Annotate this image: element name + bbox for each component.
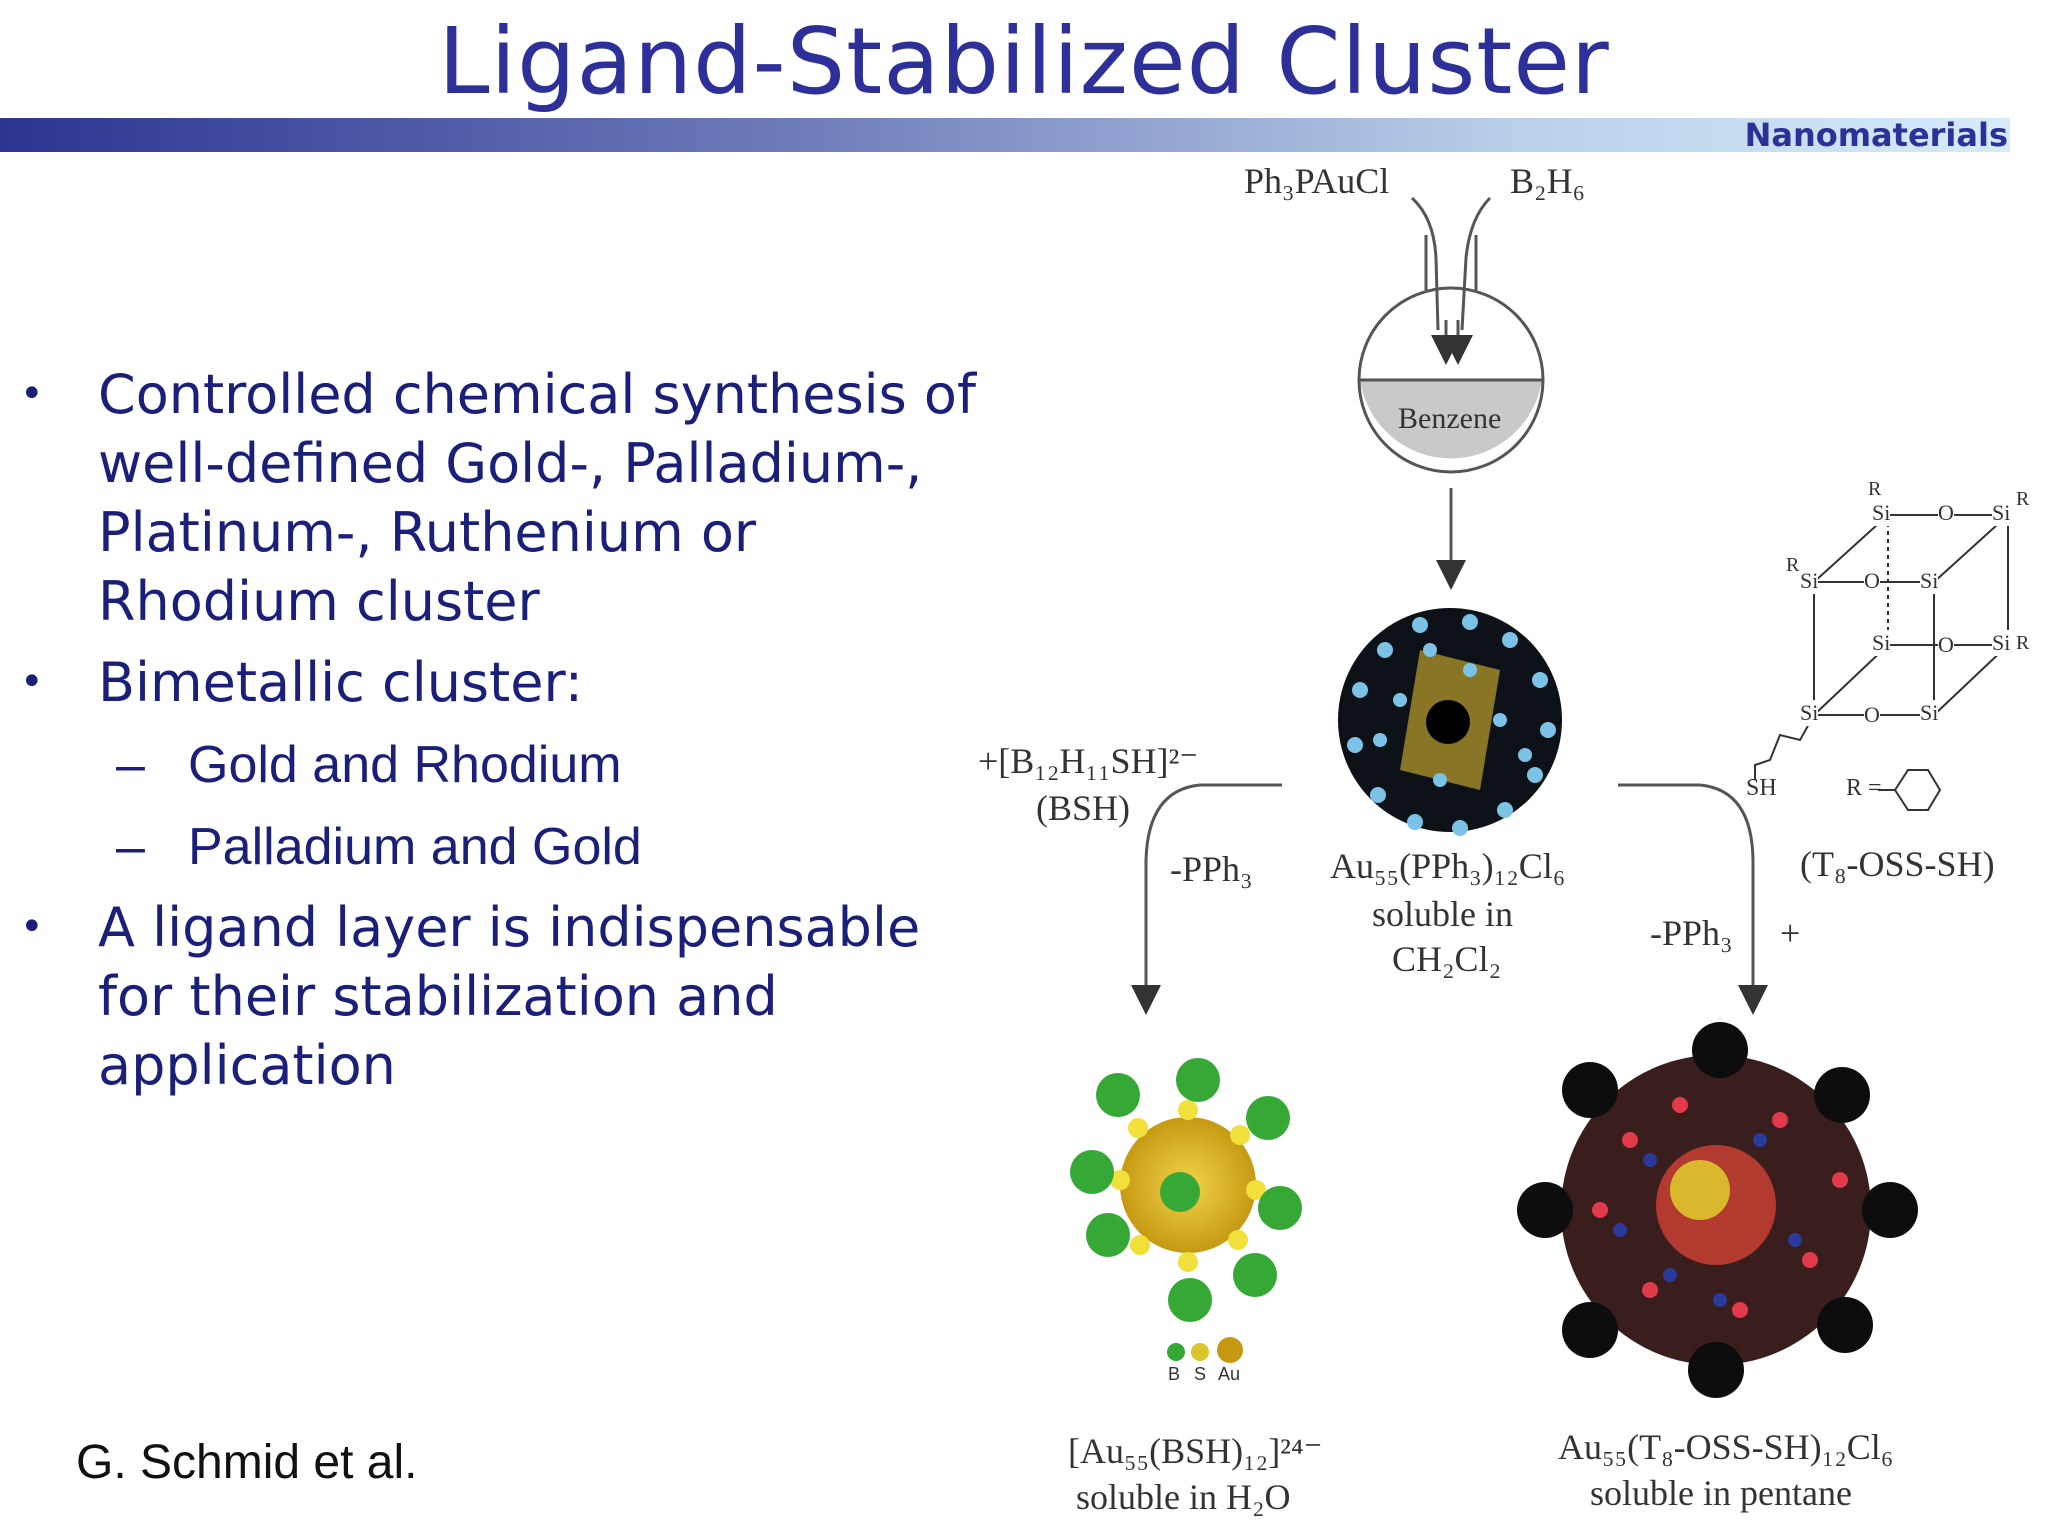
reagent-b2h6-label: B₂H₆ [1510,161,1586,201]
sub-bullet-text: Gold and Rhodium [188,736,622,794]
title-gradient-bar [0,118,2010,152]
si-atom-label: Si [1872,500,1891,526]
bullet-text: Bimetallic cluster: [98,651,583,714]
r-equals-label: R = [1846,775,1882,801]
o-atom-label: O [1864,568,1880,594]
section-tag: Nanomaterials [1744,116,2008,154]
au55-t8-oss-sh-cluster-image [1517,1022,1918,1398]
bullet-item: • Bimetallic cluster: [20,648,1000,717]
center-solubility-label: soluble in [1372,894,1513,934]
sub-bullet-item: – Gold and Rhodium [20,729,1000,801]
benzene-flask-icon [1357,286,1545,474]
slide-title: Ligand-Stabilized Cluster [438,8,1610,115]
citation-credit: G. Schmid et al. [76,1436,418,1489]
bullet-item: • Controlled chemical synthesis of well-… [20,360,1000,636]
center-formula-label: Au₅₅(PPh₃)₁₂Cl₆ [1330,846,1566,886]
si-atom-label: Si [1800,700,1819,726]
sh-group-label: SH [1746,775,1777,801]
flask-inlet-tubes [1410,196,1492,365]
bullet-text: A ligand layer is indispensable for thei… [98,896,921,1097]
si-atom-label: Si [1992,630,2011,656]
si-atom-label: Si [1872,630,1891,656]
right-loss-pph3-label: -PPh₃ [1650,913,1733,953]
r-group-label: R [2016,488,2030,510]
sub-bullet-item: – Palladium and Gold [20,811,1000,883]
legend-s-sphere [1191,1343,1209,1361]
r-group-label: R [2016,632,2030,654]
t8-oss-sh-label: (T₈-OSS-SH) [1800,844,1995,884]
r-group-label: R [1868,478,1882,500]
si-atom-label: Si [1920,700,1939,726]
bottom-right-solubility-label: soluble in pentane [1590,1473,1852,1513]
o-atom-label: O [1864,702,1880,728]
au55-bsh-cluster-image [1070,1058,1302,1322]
o-atom-label: O [1938,500,1954,526]
legend-au-label: Au [1218,1364,1241,1384]
bsh-reagent-label: +[B₁₂H₁₁SH]²⁻ [978,741,1199,781]
bullet-dot: • [20,904,44,950]
arrow-right-branch [1618,783,1768,1015]
sub-bullet-dash: – [116,818,145,876]
legend-b-sphere [1167,1343,1185,1361]
solvent-benzene-label: Benzene [1398,402,1502,435]
left-loss-pph3-label: -PPh₃ [1170,849,1253,889]
bullet-dot: • [20,659,44,705]
bottom-left-formula-label: [Au₅₅(BSH)₁₂]²⁴⁻ [1068,1431,1323,1471]
plus-sign: + [1780,913,1801,953]
reagent-ph3paucl-label: Ph₃PAuCl [1244,161,1390,201]
center-solvent-label: CH₂Cl₂ [1392,939,1502,979]
bottom-left-solubility-label: soluble in H₂O [1076,1477,1291,1517]
o-atom-label: O [1938,632,1954,658]
bottom-right-formula-label: Au₅₅(T₈-OSS-SH)₁₂Cl₆ [1558,1427,1894,1467]
si-atom-label: Si [1920,568,1939,594]
r-group-label: R [1786,554,1800,576]
bullet-text: Controlled chemical synthesis of well-de… [98,363,976,633]
t8-oss-cube-structure [1754,514,2009,811]
bullet-dot: • [20,371,44,417]
si-atom-label: Si [1992,500,2011,526]
sub-bullet-text: Palladium and Gold [188,818,642,876]
sub-bullet-dash: – [116,736,145,794]
legend-s-label: S [1194,1364,1207,1384]
bullet-item: • A ligand layer is indispensable for th… [20,893,1000,1100]
legend-au-sphere [1217,1337,1243,1363]
arrow-left-branch [1131,783,1282,1015]
bullet-list: • Controlled chemical synthesis of well-… [20,360,1000,1112]
bsh-abbr-label: (BSH) [1036,788,1131,828]
si-atom-label: Si [1800,568,1819,594]
au55-pph3-cluster-image [1338,608,1562,836]
legend-b-label: B [1168,1364,1181,1384]
